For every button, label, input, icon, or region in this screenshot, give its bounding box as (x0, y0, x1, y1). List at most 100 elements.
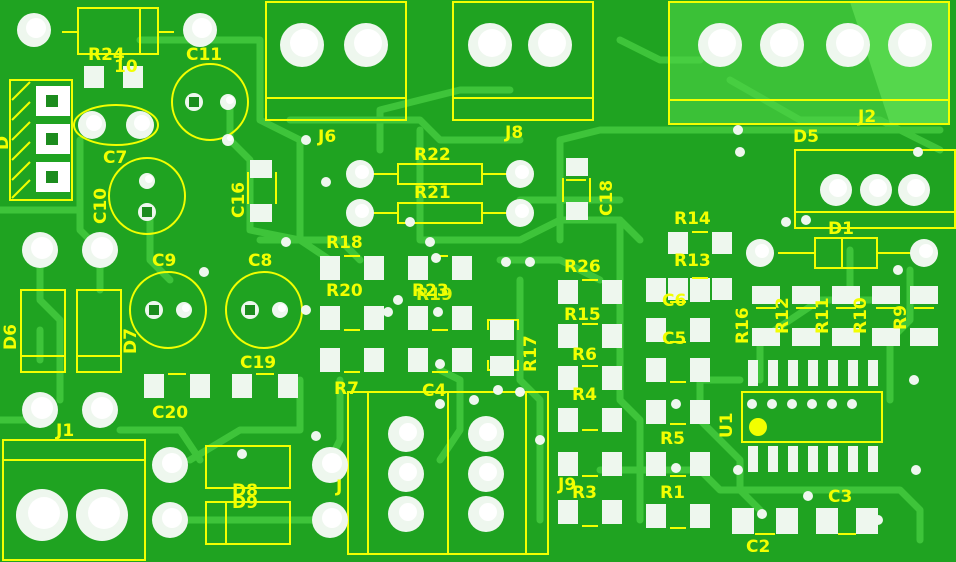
drill-hole (708, 29, 736, 57)
u1-test-pad (847, 399, 857, 409)
label-r13: R13 (674, 251, 711, 271)
via (733, 465, 743, 475)
drill-hole (836, 29, 864, 57)
label-r16: R16 (733, 307, 753, 344)
via (501, 257, 511, 267)
label-c2: C2 (746, 537, 770, 557)
silkscreen-labels: R24 10 C11 C7 C10 D J6 J8 J2 D5 R22 R21 … (0, 45, 911, 557)
drill-hole (91, 237, 113, 259)
drill-hole (322, 453, 342, 473)
drill-hole (829, 179, 847, 197)
u1-pin1-marker (749, 418, 767, 436)
via (435, 399, 445, 409)
via (873, 515, 883, 525)
label-c10: C10 (91, 188, 111, 224)
label-j8: J8 (504, 123, 523, 143)
drill-hole (182, 304, 190, 312)
label-c8: C8 (248, 251, 272, 271)
via (515, 387, 525, 397)
via (301, 305, 311, 315)
label-r4: R4 (572, 385, 597, 405)
drill-hole (399, 423, 417, 441)
via (393, 295, 403, 305)
label-j: J (335, 477, 342, 497)
drill-hole (31, 237, 53, 259)
label-r17: R17 (521, 335, 541, 372)
label-r15: R15 (564, 305, 601, 325)
via (493, 385, 503, 395)
via (671, 463, 681, 473)
via (425, 237, 435, 247)
drill-hole (919, 244, 933, 258)
via (321, 177, 331, 187)
drill-hole (86, 115, 102, 131)
drill-hole (479, 503, 497, 521)
label-r9: R9 (891, 305, 911, 330)
via (909, 375, 919, 385)
via (803, 491, 813, 501)
via (281, 237, 291, 247)
drill-hole (31, 397, 53, 419)
drill-hole (26, 18, 46, 38)
u1-test-pad (747, 399, 757, 409)
via (893, 265, 903, 275)
label-c4: C4 (422, 381, 446, 401)
label-r3: R3 (572, 483, 597, 503)
square-pad-hole (142, 207, 152, 217)
via (383, 307, 393, 317)
drill-hole (755, 244, 769, 258)
drill-hole (515, 204, 529, 218)
label-c7: C7 (103, 148, 127, 168)
left-header-pads (36, 86, 70, 192)
label-r10: R10 (851, 297, 871, 334)
via (435, 359, 445, 369)
label-left-edge: D (0, 136, 13, 150)
label-r21: R21 (414, 183, 451, 203)
label-d7: D7 (121, 328, 141, 354)
label-r11: R11 (813, 297, 833, 334)
label-j2: J2 (857, 107, 876, 127)
via (757, 509, 767, 519)
via (733, 125, 743, 135)
u1-test-pad (827, 399, 837, 409)
u1-test-pad (767, 399, 777, 409)
drill-hole (226, 96, 234, 104)
via (653, 279, 663, 289)
label-d5: D5 (793, 127, 819, 147)
via (433, 307, 443, 317)
j1-outline (2, 439, 146, 561)
label-c11: C11 (186, 45, 222, 65)
label-c18: C18 (597, 180, 617, 216)
drill-hole (192, 18, 212, 38)
label-r19: R19 (416, 285, 453, 305)
label-j1: J1 (55, 421, 74, 441)
label-d9: D9 (232, 493, 258, 513)
label-c5: C5 (662, 329, 686, 349)
drill-hole (869, 179, 887, 197)
label-c6: C6 (662, 291, 686, 311)
drill-hole (399, 463, 417, 481)
c10-outline (108, 157, 186, 235)
silkscreen-ticks (168, 179, 934, 535)
label-r26: R26 (564, 257, 601, 277)
via (469, 395, 479, 405)
label-u1: U1 (717, 412, 737, 438)
via (405, 217, 415, 227)
drill-hole (538, 29, 566, 57)
u1-test-pad (807, 399, 817, 409)
u1-test-pad (787, 399, 797, 409)
label-d1: D1 (828, 219, 854, 239)
label-10: 10 (114, 57, 138, 77)
via (779, 515, 789, 525)
label-r20: R20 (326, 281, 363, 301)
drill-hole (162, 453, 182, 473)
label-r12: R12 (773, 297, 793, 334)
drill-hole (399, 503, 417, 521)
drill-hole (355, 165, 369, 179)
via (431, 253, 441, 263)
d5-outline (794, 149, 956, 229)
via (535, 435, 545, 445)
via (671, 399, 681, 409)
label-c9: C9 (152, 251, 176, 271)
label-j9: J9 (557, 475, 576, 495)
